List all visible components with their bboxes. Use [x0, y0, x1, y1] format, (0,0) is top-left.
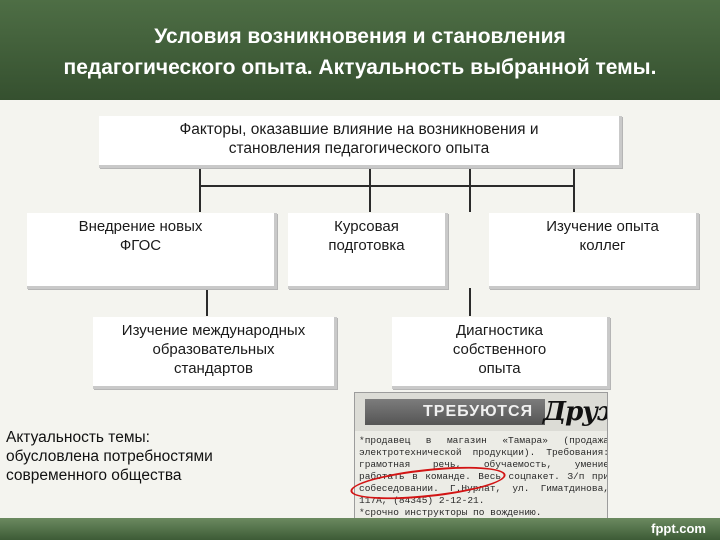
- title-banner: Условия возникновения и становления педа…: [0, 0, 720, 100]
- factor-fgos-box: Внедрение новых ФГОС: [27, 213, 277, 289]
- relevance-heading: Актуальность темы: [6, 429, 146, 446]
- relevance-colon: :: [145, 429, 150, 446]
- footer-logo: fppt.com: [651, 521, 706, 536]
- clipping-newspaper-name: Дружба: [543, 397, 607, 427]
- factor-diagnostics-box: Диагностика собственного опыта: [392, 317, 610, 389]
- slide-title: Условия возникновения и становления педа…: [63, 25, 657, 79]
- factor-colleagues-box: Изучение опыта коллег: [489, 213, 699, 289]
- footer-band: [0, 518, 720, 540]
- newspaper-clipping: ТРЕБУЮТСЯ Дружба *продавец в магазин «Та…: [354, 392, 608, 522]
- clipping-body-text: *продавец в магазин «Тамара» (продажа эл…: [359, 435, 608, 518]
- relevance-body: обусловлена потребностями современного о…: [6, 448, 213, 484]
- root-factors-box: Факторы, оказавшие влияние на возникнове…: [99, 116, 622, 168]
- factor-course-box: Курсовая подготовка: [288, 213, 448, 289]
- factor-international-box: Изучение международных образовательных с…: [93, 317, 337, 389]
- clipping-required-label: ТРЕБУЮТСЯ: [365, 399, 545, 425]
- relevance-note: Актуальность темы: обусловлена потребнос…: [6, 428, 306, 485]
